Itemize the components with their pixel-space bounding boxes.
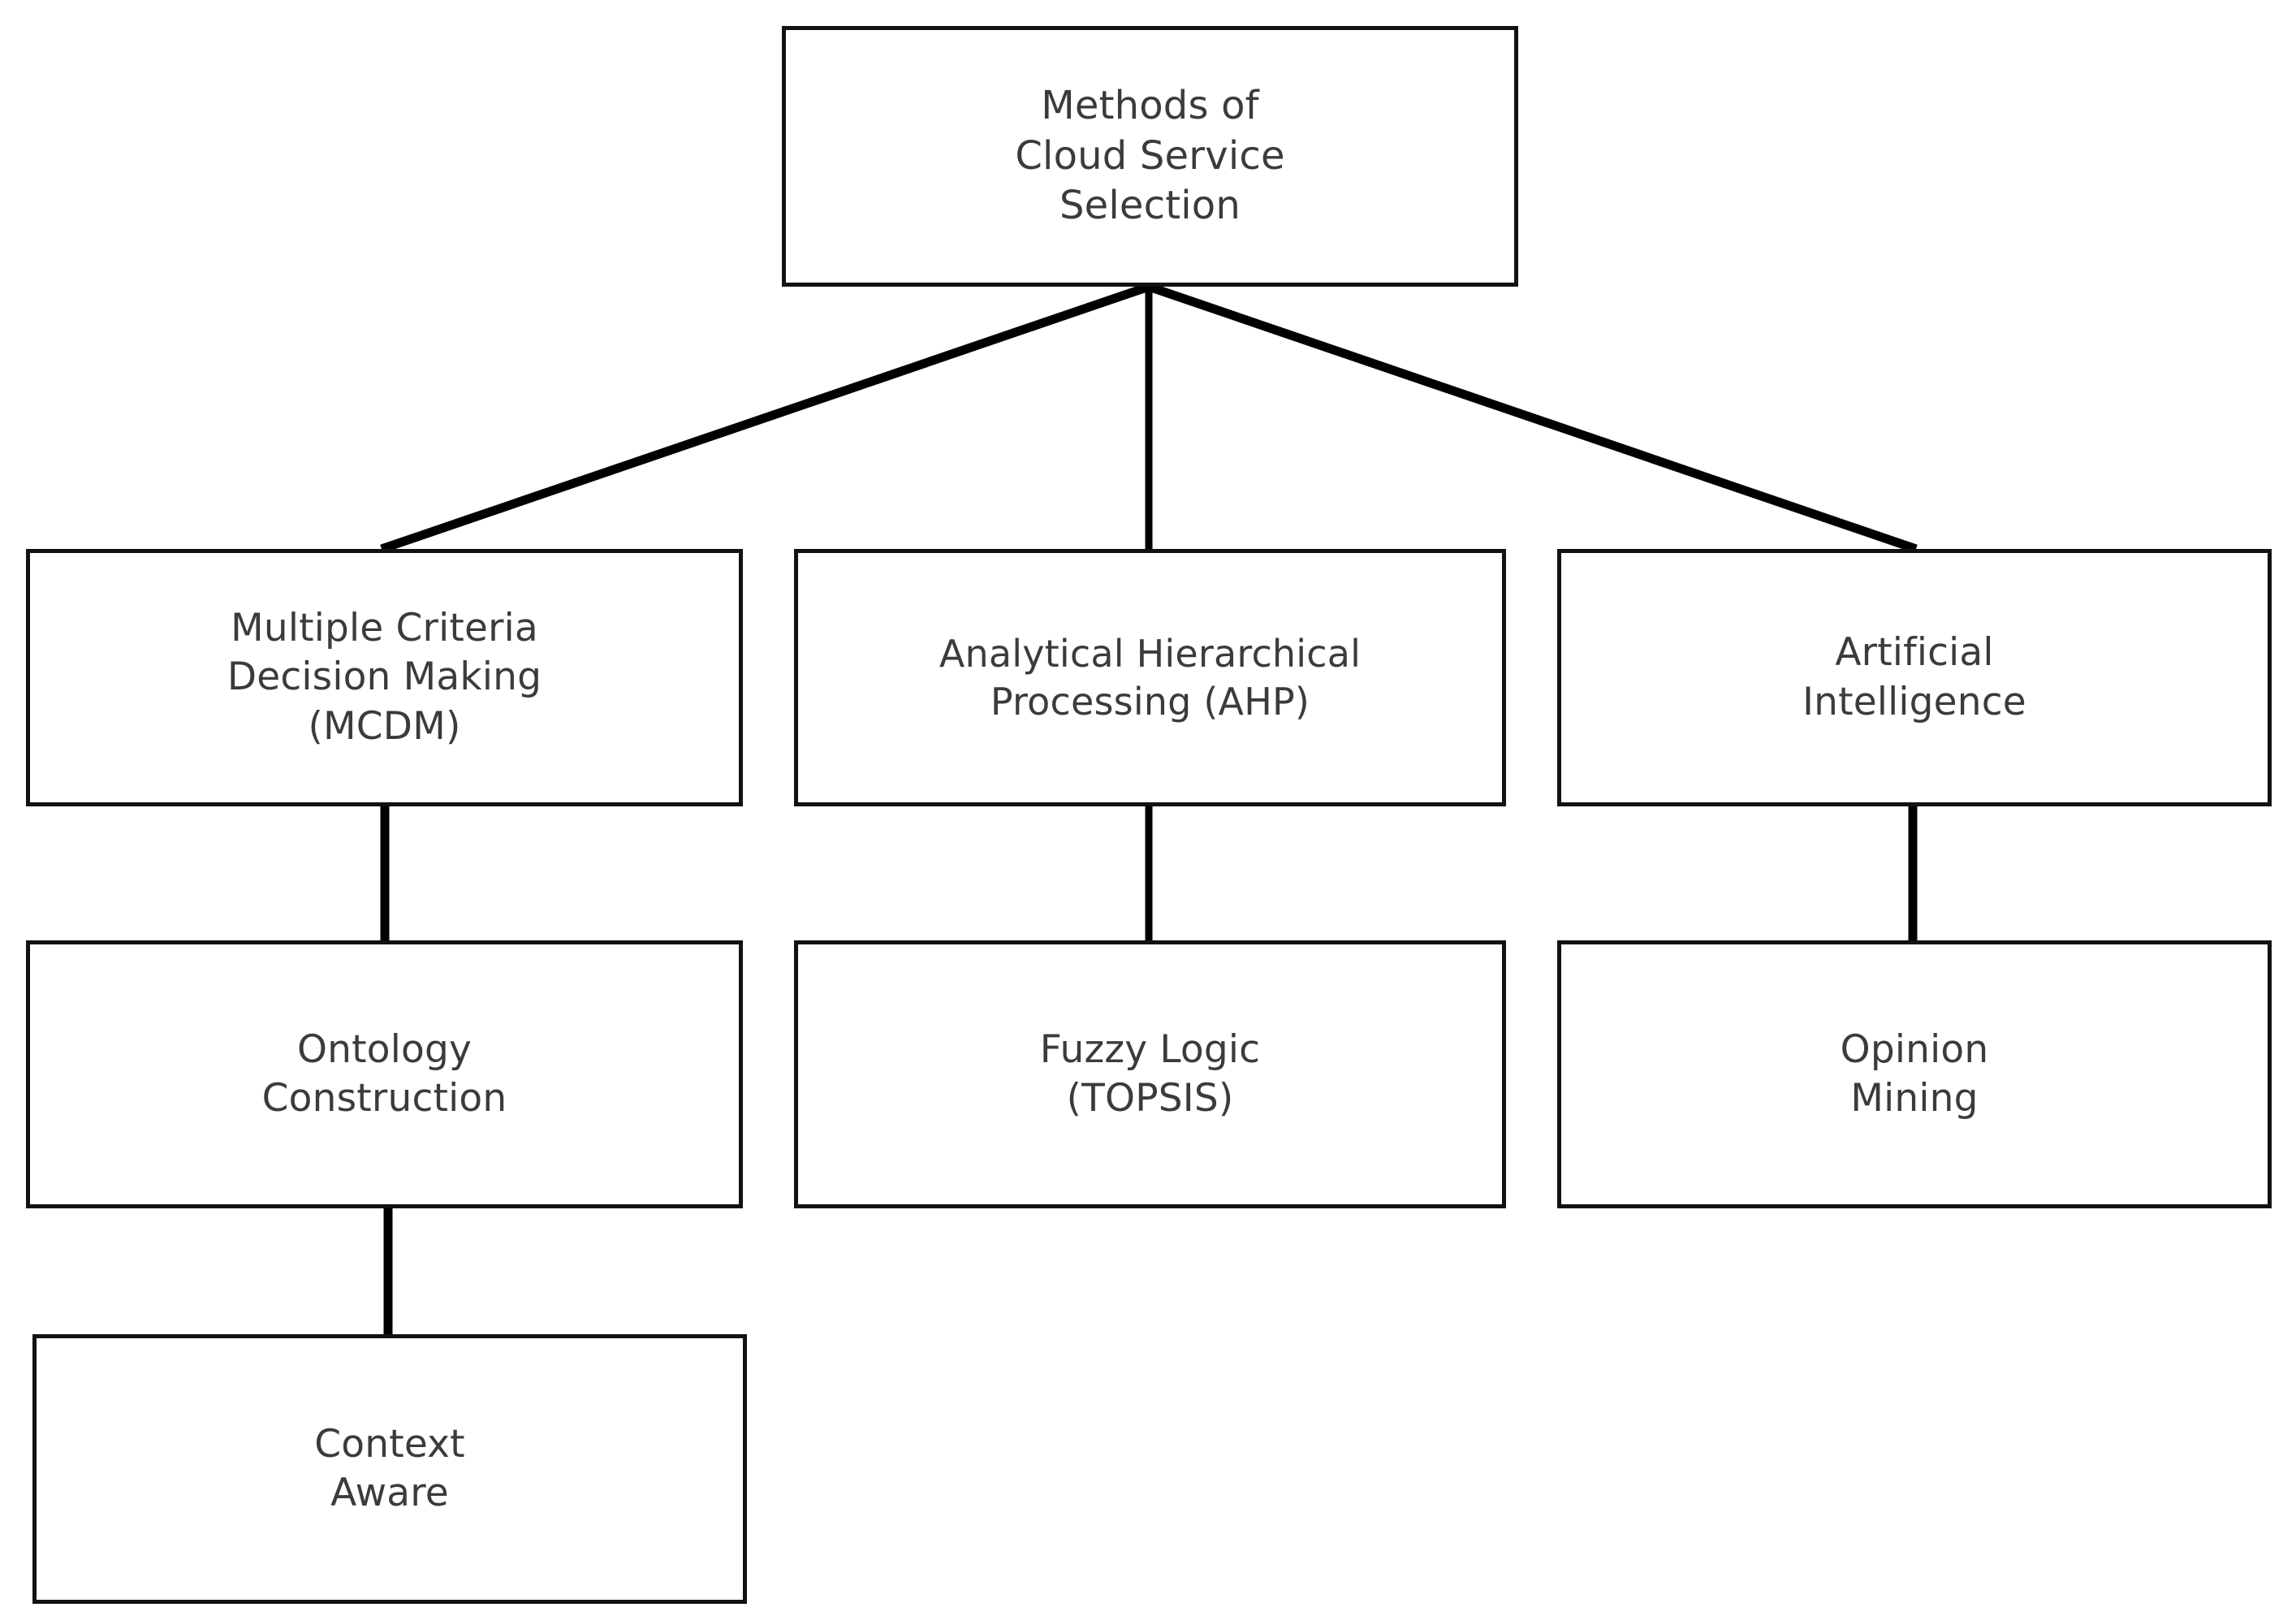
node-label-ai: Artificial Intelligence	[1802, 630, 2026, 724]
edge-root-to-ai	[1147, 282, 1918, 554]
node-opinion-mining[interactable]: Opinion Mining	[1557, 940, 2272, 1208]
node-multiple-criteria-decision-making[interactable]: Multiple Criteria Decision Making (MCDM)	[26, 549, 743, 806]
node-label-fuzzy: Fuzzy Logic (TOPSIS)	[1039, 1026, 1261, 1121]
node-methods-of-cloud-service-selection[interactable]: Methods of Cloud Service Selection	[782, 26, 1518, 287]
node-context-aware[interactable]: Context Aware	[32, 1334, 747, 1604]
node-label-mcdm: Multiple Criteria Decision Making (MCDM)	[227, 606, 542, 749]
node-label-context: Context Aware	[314, 1421, 465, 1515]
node-label-ahp: Analytical Hierarchical Processing (AHP)	[939, 631, 1362, 724]
node-artificial-intelligence[interactable]: Artificial Intelligence	[1557, 549, 2272, 806]
edge-root-to-mcdm	[380, 282, 1150, 554]
node-analytical-hierarchical-processing[interactable]: Analytical Hierarchical Processing (AHP)	[794, 549, 1506, 806]
node-ontology-construction[interactable]: Ontology Construction	[26, 940, 743, 1208]
node-label-ontology: Ontology Construction	[261, 1026, 507, 1121]
node-label-opinion: Opinion Mining	[1840, 1026, 1989, 1121]
node-fuzzy-logic-topsis[interactable]: Fuzzy Logic (TOPSIS)	[794, 940, 1506, 1208]
node-label-root: Methods of Cloud Service Selection	[1015, 83, 1285, 229]
